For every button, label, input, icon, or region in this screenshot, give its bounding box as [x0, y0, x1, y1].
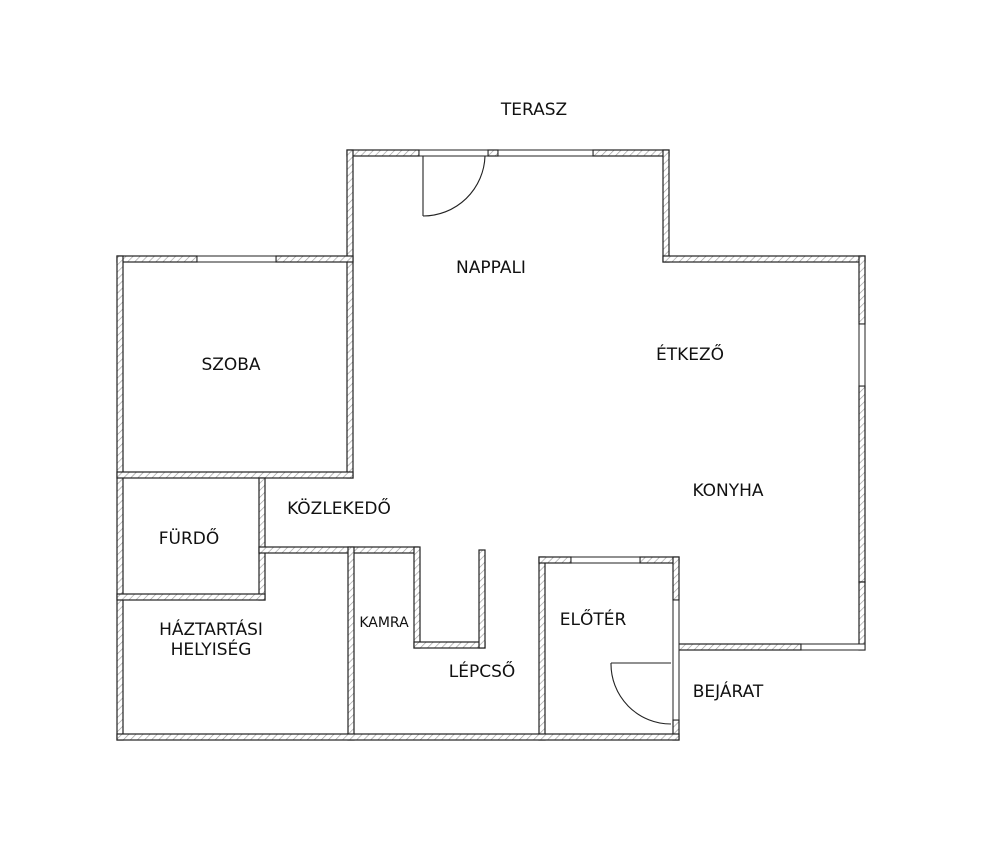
label-eloter: ELŐTÉR	[559, 610, 627, 630]
label-kamra: KAMRA	[359, 615, 409, 631]
label-nappali: NAPPALI	[456, 258, 526, 278]
label-lepcso: LÉPCSŐ	[448, 662, 516, 682]
label-haztartasi-line2: HELYISÉG	[170, 639, 252, 660]
windows	[196, 149, 866, 721]
label-furdo: FÜRDŐ	[158, 529, 220, 549]
doors	[422, 155, 672, 725]
label-szoba: SZOBA	[201, 355, 261, 375]
label-kozlekedo: KÖZLEKEDŐ	[287, 499, 391, 519]
label-bejarat: BEJÁRAT	[692, 682, 764, 702]
walls	[116, 149, 866, 741]
label-haztartasi-helyiseg: HÁZTARTÁSI HELYISÉG	[159, 620, 263, 660]
entrance-door	[610, 662, 672, 725]
label-terasz: TERASZ	[500, 100, 568, 120]
terrace-door	[422, 155, 486, 217]
label-etkezo: ÉTKEZŐ	[655, 345, 725, 365]
label-konyha: KONYHA	[692, 481, 764, 501]
label-haztartasi-line1: HÁZTARTÁSI	[159, 620, 263, 640]
